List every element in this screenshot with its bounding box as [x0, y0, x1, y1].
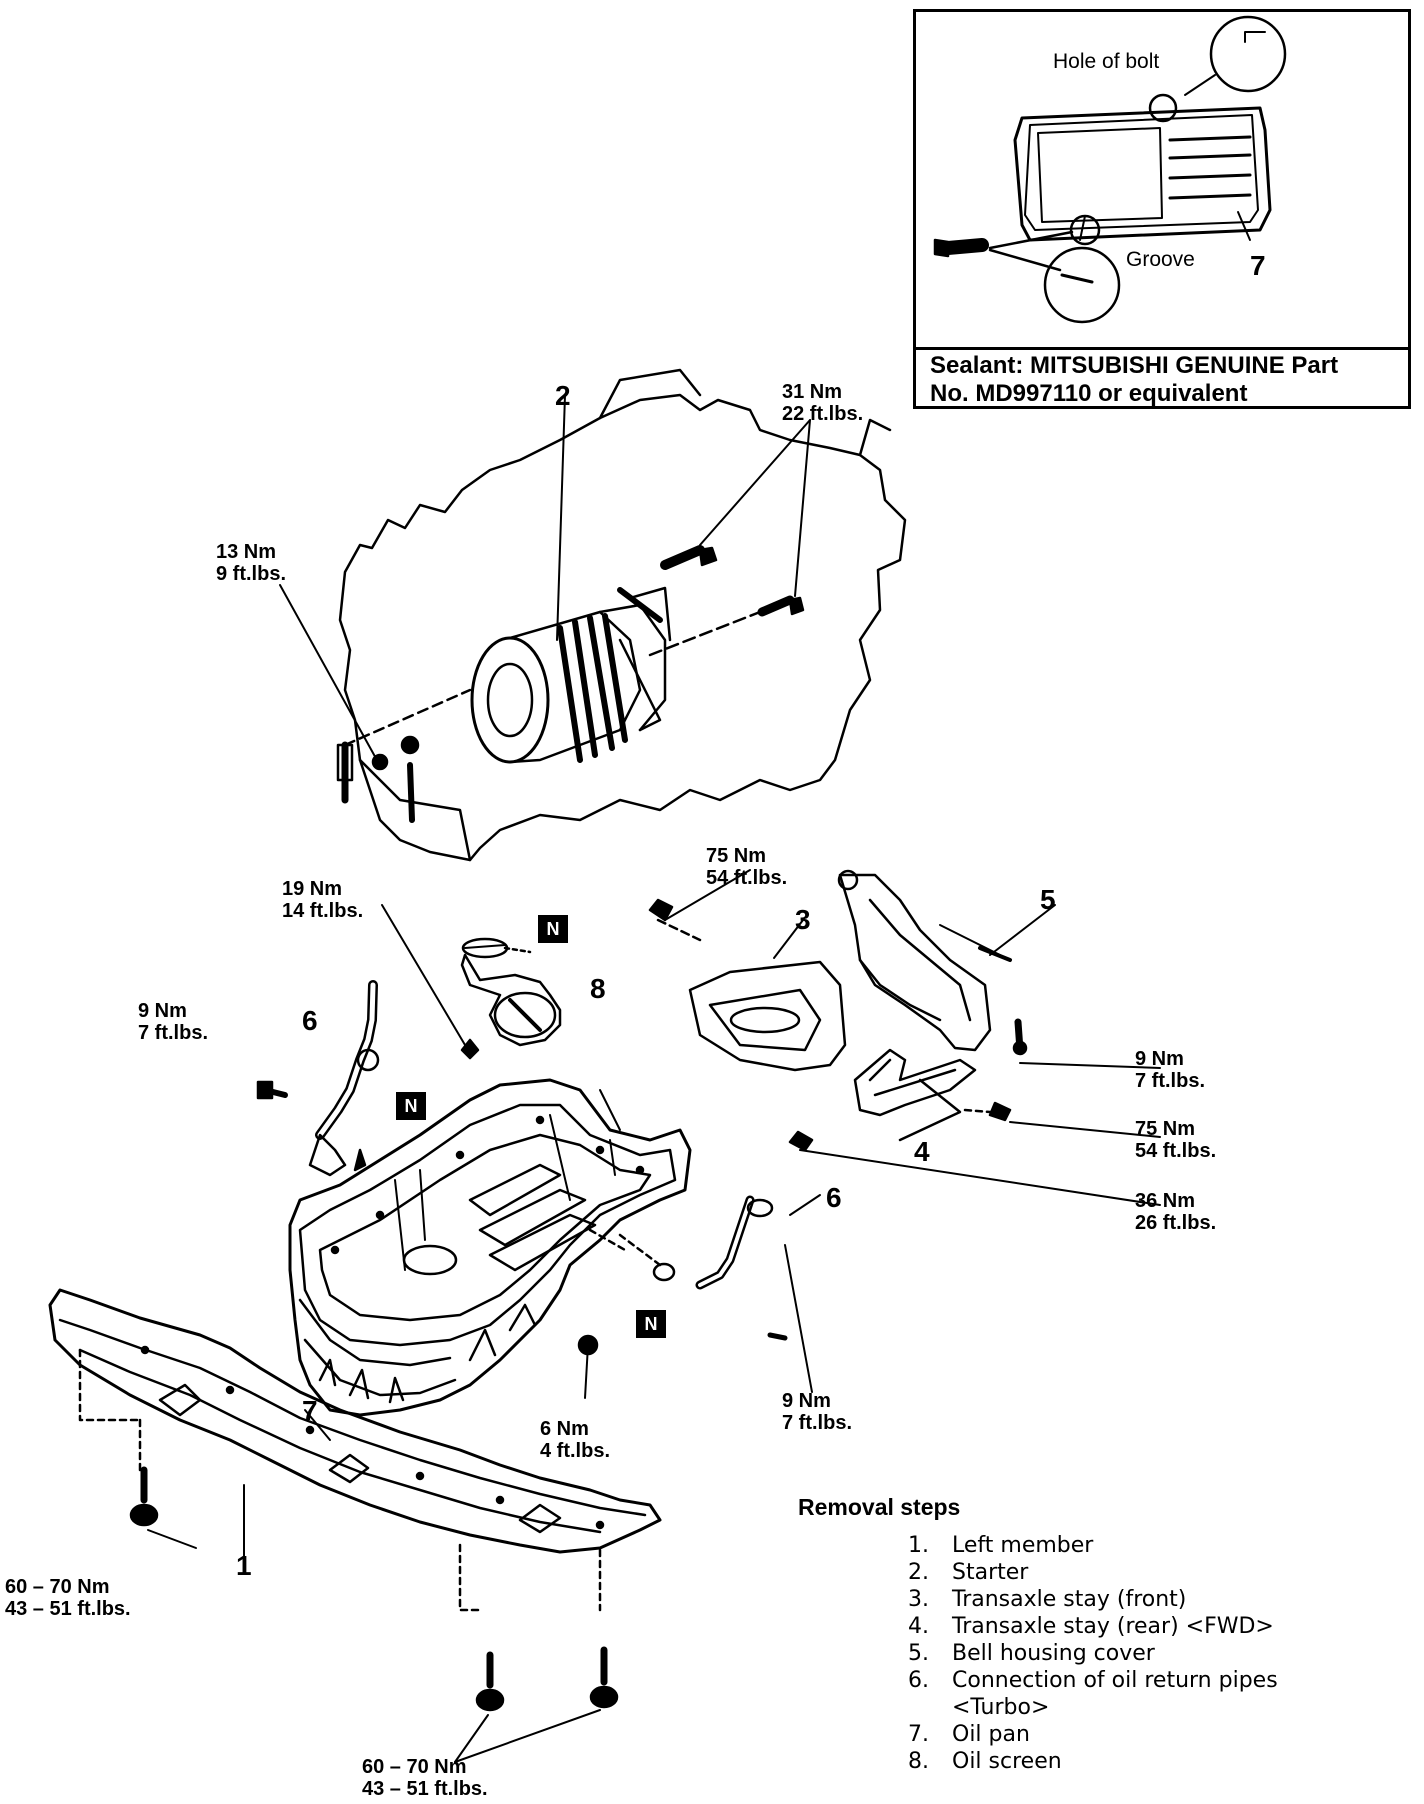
oil-pan-part	[288, 1078, 692, 1417]
torque-ft: 4 ft.lbs.	[540, 1440, 611, 1462]
callout-transaxle-stay-front: 3	[795, 904, 811, 935]
removal-step: 4. Transaxle stay (rear) <FWD>	[908, 1613, 1278, 1640]
inset-part-number: 7	[1250, 250, 1266, 281]
removal-step-text: Oil screen	[952, 1749, 1062, 1774]
starter-bolts	[336, 545, 805, 823]
removal-step: 3. Transaxle stay (front)	[908, 1586, 1278, 1613]
callout-oil-screen: 8	[590, 973, 606, 1004]
transaxle-stay-front-part	[648, 898, 847, 1072]
callout-starter: 2	[555, 380, 571, 411]
inset-oil-pan-drawing	[933, 15, 1287, 324]
removal-step: 6. Connection of oil return pipes	[908, 1667, 1278, 1694]
inset-hole-label: Hole of bolt	[1053, 50, 1160, 73]
removal-step: 5. Bell housing cover	[908, 1640, 1278, 1667]
inset-groove-label: Groove	[1126, 248, 1195, 271]
removal-step-number: 2.	[908, 1560, 929, 1585]
callout-left-member: 1	[236, 1550, 252, 1581]
removal-step-number: 7.	[908, 1722, 929, 1747]
torque-ft: 43 – 51 ft.lbs.	[362, 1778, 488, 1800]
torque-nm: 19 Nm	[282, 878, 343, 900]
torque-label-60nm-bottom: 60 – 70 Nm 43 – 51 ft.lbs.	[362, 1756, 488, 1800]
torque-label-9nm-bell: 9 Nm 7 ft.lbs.	[1135, 1048, 1205, 1092]
left-member-part	[48, 1288, 662, 1612]
torque-nm: 9 Nm	[138, 1000, 187, 1022]
member-bolts	[129, 1466, 619, 1712]
torque-nm: 36 Nm	[1135, 1190, 1196, 1212]
torque-ft: 7 ft.lbs.	[1135, 1070, 1206, 1092]
torque-nm: 9 Nm	[1135, 1048, 1184, 1070]
torque-nm: 9 Nm	[782, 1390, 831, 1412]
torque-ft: 43 – 51 ft.lbs.	[5, 1598, 131, 1620]
removal-step-number: 6.	[908, 1668, 929, 1693]
torque-nm: 6 Nm	[540, 1418, 589, 1440]
removal-step-number: 4.	[908, 1614, 929, 1639]
torque-label-13nm: 13 Nm 9 ft.lbs.	[216, 541, 286, 585]
torque-nm: 60 – 70 Nm	[362, 1756, 467, 1778]
torque-label-9nm-right: 9 Nm 7 ft.lbs.	[782, 1390, 852, 1434]
removal-steps-title: Removal steps	[798, 1494, 961, 1520]
removal-step-number: 3.	[908, 1587, 929, 1612]
removal-step-text: Transaxle stay (rear) <FWD>	[952, 1614, 1274, 1639]
removal-step: 8. Oil screen	[908, 1748, 1278, 1775]
removal-step-text: Transaxle stay (front)	[952, 1587, 1187, 1612]
callout-return-pipe-left: 6	[302, 1005, 318, 1036]
torque-label-31nm: 31 Nm 22 ft.lbs.	[782, 381, 863, 425]
torque-label-19nm: 19 Nm 14 ft.lbs.	[282, 878, 363, 922]
sealant-line-2: No. MD997110 or equivalent	[930, 380, 1248, 407]
torque-label-9nm-left: 9 Nm 7 ft.lbs.	[138, 1000, 208, 1044]
removal-step-text: <Turbo>	[952, 1695, 1050, 1720]
torque-nm: 75 Nm	[1135, 1118, 1196, 1140]
removal-step-text: Oil pan	[952, 1722, 1030, 1747]
starter-motor	[470, 586, 672, 764]
sealant-line-1: Sealant: MITSUBISHI GENUINE Part	[930, 352, 1339, 379]
torque-ft: 54 ft.lbs.	[1135, 1140, 1217, 1162]
removal-step-text: Bell housing cover	[952, 1641, 1155, 1666]
gasket-marker-right-pipe: N	[636, 1310, 666, 1338]
removal-step-number: 5.	[908, 1641, 929, 1666]
removal-step: 1. Left member	[908, 1532, 1278, 1559]
removal-step: <Turbo>	[908, 1694, 1278, 1721]
removal-step-text: Left member	[952, 1533, 1094, 1558]
oil-return-pipes	[256, 980, 788, 1356]
torque-ft: 7 ft.lbs.	[782, 1412, 853, 1434]
gasket-marker-left-pipe: N	[396, 1092, 426, 1120]
transaxle-stay-rear-part	[788, 1048, 1012, 1152]
torque-label-6nm: 6 Nm 4 ft.lbs.	[540, 1418, 610, 1462]
torque-label-60nm-left: 60 – 70 Nm 43 – 51 ft.lbs.	[5, 1576, 131, 1620]
removal-step-number: 8.	[908, 1749, 929, 1774]
removal-steps-list: 1. Left member 2. Starter 3. Transaxle stay (…	[908, 1532, 1278, 1775]
torque-label-75nm-front: 75 Nm 54 ft.lbs.	[706, 845, 787, 889]
torque-ft: 9 ft.lbs.	[216, 563, 287, 585]
bell-housing-cover-part	[837, 869, 1028, 1056]
removal-step-number: 1.	[908, 1533, 929, 1558]
sealant-note: Sealant: MITSUBISHI GENUINE Part No. MD9…	[930, 352, 1338, 408]
torque-label-75nm-rear: 75 Nm 54 ft.lbs.	[1135, 1118, 1216, 1162]
torque-ft: 22 ft.lbs.	[782, 403, 864, 425]
torque-nm: 13 Nm	[216, 541, 277, 563]
torque-label-36nm: 36 Nm 26 ft.lbs.	[1135, 1190, 1216, 1234]
torque-ft: 54 ft.lbs.	[706, 867, 788, 889]
removal-step-text: Starter	[952, 1560, 1029, 1585]
removal-step: 7. Oil pan	[908, 1721, 1278, 1748]
callout-bell-housing-cover: 5	[1040, 884, 1056, 915]
callout-transaxle-stay-rear: 4	[914, 1136, 930, 1167]
torque-ft: 7 ft.lbs.	[138, 1022, 209, 1044]
torque-nm: 31 Nm	[782, 381, 843, 403]
inset-divider	[916, 347, 1408, 350]
engine-block-outline	[338, 368, 907, 862]
sealant-inset-panel: Hole of bolt Groove 7 Sealant: MITSUBISH…	[913, 9, 1411, 409]
torque-ft: 26 ft.lbs.	[1135, 1212, 1217, 1234]
torque-ft: 14 ft.lbs.	[282, 900, 364, 922]
removal-step: 2. Starter	[908, 1559, 1278, 1586]
torque-nm: 60 – 70 Nm	[5, 1576, 110, 1598]
gasket-marker-oil-screen: N	[538, 915, 568, 943]
callout-return-pipe-right: 6	[826, 1182, 842, 1213]
torque-nm: 75 Nm	[706, 845, 767, 867]
removal-step-text: Connection of oil return pipes	[952, 1668, 1278, 1693]
callout-oil-pan: 7	[302, 1395, 318, 1426]
oil-screen-part	[460, 937, 562, 1047]
removal-step-number	[908, 1694, 952, 1721]
